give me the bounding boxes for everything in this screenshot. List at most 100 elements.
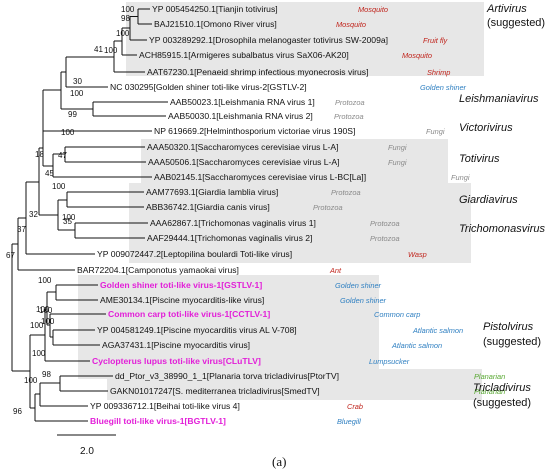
taxon-label: Cyclopterus lupus toti-like virus[CLuTLV… (92, 356, 261, 366)
genus-label: Trichomonasvirus (459, 223, 545, 235)
genus-label: Pistolvirus (483, 321, 534, 333)
taxon-label: YP 003289292.1[Drosophila melanogaster t… (149, 35, 388, 45)
taxon-label: AAB50023.1[Leishmania RNA virus 1] (170, 97, 315, 107)
bootstrap-value: 100 (39, 306, 53, 315)
bootstrap-value: 30 (73, 77, 82, 86)
bootstrap-value: 99 (68, 110, 77, 119)
taxon-label: AAB02145.1[Saccharomyces cerevisiae viru… (154, 172, 366, 182)
taxon-label: AAA62867.1[Trichomonas vaginalis virus 1… (150, 218, 316, 228)
taxon-label: dd_Ptor_v3_38990_1_1[Planaria torva tric… (115, 371, 339, 381)
bootstrap-value: 100 (52, 182, 66, 191)
bootstrap-value: 67 (6, 251, 15, 260)
host-label: Crab (347, 402, 363, 411)
host-label: Protozoa (335, 98, 365, 107)
host-label: Planarian (474, 387, 505, 396)
host-label: Lumpsucker (369, 357, 410, 366)
genus-note: (suggested) (483, 336, 541, 348)
bootstrap-value: 100 (32, 349, 46, 358)
taxon-label: AAF29444.1[Trichomonas vaginalis virus 2… (147, 233, 312, 243)
bootstrap-value: 47 (58, 151, 67, 160)
bootstrap-value: 100 (121, 5, 135, 14)
host-label: Mosquito (358, 5, 388, 14)
bootstrap-value: 98 (121, 14, 130, 23)
host-label: Mosquito (336, 20, 366, 29)
host-label: Wasp (408, 250, 427, 259)
bootstrap-value: 96 (13, 407, 22, 416)
taxon-label: GAKN01017247[S. mediterranea tricladivir… (110, 386, 320, 396)
host-label: Fruit fly (423, 36, 449, 45)
taxon-label: AAM77693.1[Giardia lamblia virus] (146, 187, 278, 197)
host-label: Fungi (388, 143, 407, 152)
bootstrap-value: 100 (41, 317, 55, 326)
host-label: Protozoa (313, 203, 343, 212)
bootstrap-value: 32 (29, 210, 38, 219)
taxon-label: BAR72204.1[Camponotus yamaokai virus] (77, 265, 239, 275)
bootstrap-value: 100 (116, 29, 130, 38)
taxon-label: AGA37431.1[Piscine myocarditis virus] (102, 340, 250, 350)
bootstrap-value: 100 (24, 376, 38, 385)
bootstrap-value: 98 (42, 370, 51, 379)
bootstrap-value: 37 (17, 225, 26, 234)
clade-shading-2 (129, 183, 471, 263)
host-label: Protozoa (331, 188, 361, 197)
taxon-label: YP 004581249.1[Piscine myocarditis virus… (97, 325, 297, 335)
scale-bar-label: 2.0 (80, 446, 94, 457)
host-label: Planarian (474, 372, 505, 381)
taxon-label: YP 009336712.1[Beihai toti-like virus 4] (90, 401, 240, 411)
genus-label: Totivirus (459, 153, 500, 165)
host-label: Protozoa (334, 112, 364, 121)
host-label: Bluegill (337, 417, 361, 426)
bootstrap-value: 41 (94, 45, 103, 54)
bootstrap-value: 100 (36, 305, 50, 314)
genus-label: Tricladivirus (473, 382, 531, 394)
bootstrap-value: 100 (104, 46, 118, 55)
taxon-label: AAB50030.1[Leishmania RNA virus 2] (168, 111, 313, 121)
panel-label: (a) (272, 454, 286, 469)
taxon-label: ACH85915.1[Armigeres subalbatus virus Sa… (139, 50, 349, 60)
taxon-label: AME30134.1[Piscine myocarditis-like viru… (100, 295, 264, 305)
taxon-label: NC 030295[Golden shiner toti-like virus-… (110, 82, 307, 92)
bootstrap-value: 18 (35, 150, 44, 159)
bootstrap-value: 100 (70, 89, 84, 98)
host-label: Fungi (388, 158, 407, 167)
taxon-label: ABB36742.1[Giardia canis virus] (146, 202, 270, 212)
host-label: Atlantic salmon (391, 341, 442, 350)
taxon-label: AAT67230.1[Penaeid shrimp infectious myo… (147, 67, 368, 77)
bootstrap-value: 100 (61, 128, 75, 137)
taxon-label: Golden shiner toti-like virus-1[GSTLV-1] (100, 280, 262, 290)
host-label: Protozoa (370, 219, 400, 228)
host-label: Protozoa (370, 234, 400, 243)
bootstrap-value: 35 (63, 217, 72, 226)
genus-label: Artivirus (486, 3, 527, 15)
host-label: Golden shiner (335, 281, 382, 290)
genus-label: Leishmaniavirus (459, 93, 539, 105)
host-label: Common carp (374, 310, 420, 319)
bootstrap-value: 100 (30, 321, 44, 330)
bootstrap-value: 100 (38, 276, 52, 285)
host-label: Shrimp (427, 68, 450, 77)
host-label: Golden shiner (340, 296, 387, 305)
taxon-label: YP 009072447.2[Leptopilina boulardi Toti… (97, 249, 292, 259)
genus-note: (suggested) (487, 17, 545, 29)
genus-note: (suggested) (473, 397, 531, 409)
genus-label: Giardiavirus (459, 194, 518, 206)
clade-shading-4 (107, 369, 482, 400)
clade-shading-0 (126, 2, 484, 76)
taxon-label: Bluegill toti-like virus-1[BGTLV-1] (90, 416, 226, 426)
taxon-label: BAJ21510.1[Omono River virus] (154, 19, 277, 29)
genus-label: Victorivirus (459, 122, 513, 134)
taxon-label: Common carp toti-like virus-1[CCTLV-1] (108, 309, 270, 319)
taxon-label: AAA50320.1[Saccharomyces cerevisiae viru… (147, 142, 339, 152)
clade-shading-1 (141, 139, 448, 189)
host-label: Fungi (426, 127, 445, 136)
host-label: Mosquito (402, 51, 432, 60)
taxon-label: AAA50506.1[Saccharomyces cerevisiae viru… (148, 157, 340, 167)
host-label: Fungi (451, 173, 470, 182)
taxon-label: NP 619669.2[Helminthosporium victoriae v… (154, 126, 355, 136)
host-label: Golden shiner (420, 83, 467, 92)
host-label: Atlantic salmon (412, 326, 463, 335)
taxon-label: YP 005454250.1[Tianjin totivirus] (152, 4, 278, 14)
host-label: Ant (329, 266, 342, 275)
clade-shading-3 (78, 275, 379, 379)
